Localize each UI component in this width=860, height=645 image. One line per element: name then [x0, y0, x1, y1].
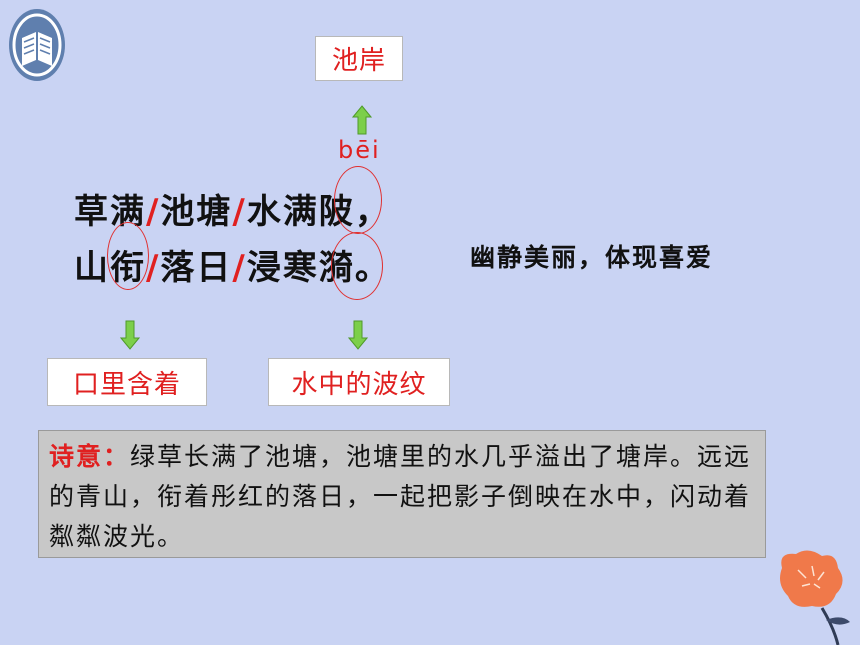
poem-phrase: 落日: [160, 248, 233, 288]
flower-icon: [780, 550, 850, 645]
arrow-down-icon: [348, 320, 368, 350]
highlight-circle-yi: [331, 232, 383, 300]
answer-box-water-ripples: 水中的波纹: [268, 358, 450, 406]
separator-slash: /: [146, 192, 161, 232]
summary-text: 幽静美丽，体现喜爱: [470, 243, 714, 272]
highlight-circle-bei: [334, 166, 382, 234]
pinyin: bēi: [338, 136, 381, 164]
meaning-label: 诗意：: [49, 442, 131, 471]
meaning-text: 绿草长满了池塘，池塘里的水几乎溢出了塘岸。远远的青山，衔着彤红的落日，一起把影子…: [49, 442, 752, 551]
answer-box-holding-in-mouth: 口里含着: [47, 358, 207, 406]
poem-meaning-box: 诗意：绿草长满了池塘，池塘里的水几乎溢出了塘岸。远远的青山，衔着彤红的落日，一起…: [38, 430, 766, 558]
arrow-down-icon: [120, 320, 140, 350]
logo: [8, 8, 66, 82]
poem-phrase: 池塘: [160, 192, 233, 232]
separator-slash: /: [146, 248, 161, 288]
arrow-up-icon: [352, 105, 372, 135]
separator-slash: /: [232, 248, 247, 288]
separator-slash: /: [232, 192, 247, 232]
open-book-icon: [9, 9, 65, 81]
highlight-circle-xian: [107, 222, 149, 290]
answer-box-pond-bank: 池岸: [315, 36, 403, 81]
